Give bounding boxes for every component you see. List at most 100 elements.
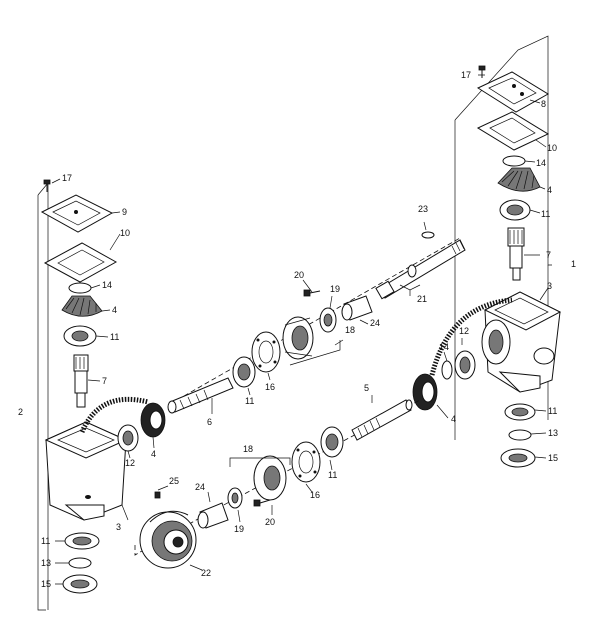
cover-plate xyxy=(40,194,114,233)
callout-label: 13 xyxy=(548,428,558,438)
screw-icon xyxy=(43,179,51,192)
cover-plate xyxy=(476,71,549,113)
bevel-gear-icon xyxy=(412,373,438,411)
pulley-wheel xyxy=(139,510,197,569)
bevel-gear-icon xyxy=(140,402,166,438)
bearing-icon xyxy=(454,350,476,380)
callout-label: 20 xyxy=(265,517,275,527)
callout-label: 11 xyxy=(541,209,550,219)
bevel-gear-icon xyxy=(61,295,103,317)
oil-seal xyxy=(227,487,243,509)
callout-label: 22 xyxy=(201,568,211,578)
callout-label: 11 xyxy=(548,406,557,416)
callout-label: 17 xyxy=(461,70,471,80)
seal-ring xyxy=(68,557,92,569)
pinion-shaft xyxy=(507,227,525,281)
bearing-retainer xyxy=(253,455,287,501)
callout-label: 4 xyxy=(451,414,456,424)
callout-label: 15 xyxy=(548,453,558,463)
callout-label: 21 xyxy=(417,294,427,304)
callout-label: 12 xyxy=(459,326,469,336)
callout-label: 17 xyxy=(62,173,72,183)
callout-label: 13 xyxy=(41,558,51,568)
seal-ring xyxy=(68,282,92,294)
callout-label: 10 xyxy=(120,228,130,238)
seal-ring xyxy=(508,429,532,441)
callout-label: 3 xyxy=(547,281,552,291)
callout-label: 12 xyxy=(125,458,135,468)
callout-label: 24 xyxy=(370,318,380,328)
spacer-tube xyxy=(341,295,373,321)
drive-shaft xyxy=(167,377,234,414)
callout-label: 1 xyxy=(571,259,576,269)
oil-seal xyxy=(319,307,337,333)
callout-label: 19 xyxy=(234,524,244,534)
upper-shaft-assembly: 6 11 16 18 20 19 24 23 21 xyxy=(167,204,466,427)
callout-label: 3 xyxy=(116,522,121,532)
callout-label: 4 xyxy=(112,305,117,315)
pinion-shaft xyxy=(73,354,89,408)
callout-label: 11 xyxy=(328,470,337,480)
end-cap xyxy=(500,448,536,468)
chain-belt xyxy=(79,396,149,434)
woodruff-key xyxy=(421,231,435,239)
spacer-tube xyxy=(197,502,229,529)
bearing-icon xyxy=(320,426,344,458)
callout-label: 24 xyxy=(195,482,205,492)
callout-label: 4 xyxy=(547,185,552,195)
callout-label: 11 xyxy=(110,332,119,342)
callout-label: 20 xyxy=(294,270,304,280)
bearing-icon xyxy=(504,403,536,421)
callout-label: 11 xyxy=(41,536,50,546)
callout-label: 16 xyxy=(265,382,275,392)
callout-label: 2 xyxy=(18,407,23,417)
bolt-icon xyxy=(253,499,271,507)
gearbox-housing xyxy=(481,291,562,393)
callout-label: 7 xyxy=(102,376,107,386)
bearing-icon xyxy=(63,325,97,347)
set-screw-icon xyxy=(154,491,161,499)
chain-belt xyxy=(429,297,513,376)
callout-label: 15 xyxy=(41,579,51,589)
callout-label: 7 xyxy=(546,250,551,260)
callout-label: 9 xyxy=(122,207,127,217)
callout-label: 19 xyxy=(330,284,340,294)
callout-label: 18 xyxy=(243,444,253,454)
gearbox-housing xyxy=(44,421,128,521)
seal-ring xyxy=(441,360,453,380)
callout-label: 4 xyxy=(151,449,156,459)
flange-plate xyxy=(251,331,281,373)
gasket xyxy=(43,242,118,283)
callout-label: 11 xyxy=(245,396,254,406)
splined-shaft xyxy=(375,239,466,300)
bearing-icon xyxy=(117,424,139,452)
callout-label: 18 xyxy=(345,325,355,335)
callout-label: 16 xyxy=(310,490,320,500)
callout-label: 23 xyxy=(418,204,428,214)
drive-shaft xyxy=(351,399,413,441)
right-gearbox-group: 17 8 10 14 4 11 7 1 3 12 14 4 11 13 15 xyxy=(412,35,576,468)
gasket xyxy=(476,111,550,151)
bolt-icon xyxy=(303,289,321,297)
callout-label: 25 xyxy=(169,476,179,486)
left-gearbox-group: 17 9 10 14 4 11 7 2 12 4 3 11 13 15 xyxy=(18,173,166,611)
bearing-retainer xyxy=(282,316,314,360)
bevel-gear-icon xyxy=(497,167,541,192)
end-cap xyxy=(62,574,98,594)
callout-label: 14 xyxy=(102,280,112,290)
callout-label: 14 xyxy=(536,158,546,168)
bearing-icon xyxy=(64,532,100,550)
callout-label: 10 xyxy=(547,143,557,153)
callout-label: 6 xyxy=(207,417,212,427)
callout-label: 14 xyxy=(439,342,449,352)
seal-ring xyxy=(502,155,526,167)
bearing-icon xyxy=(232,356,256,388)
screw-icon xyxy=(478,65,486,78)
callout-label: 5 xyxy=(364,383,369,393)
callout-label: 8 xyxy=(541,99,546,109)
lower-shaft-assembly: 5 11 16 18 20 19 24 25 22 xyxy=(134,383,421,578)
flange-plate xyxy=(291,441,321,483)
bearing-icon xyxy=(499,199,531,221)
